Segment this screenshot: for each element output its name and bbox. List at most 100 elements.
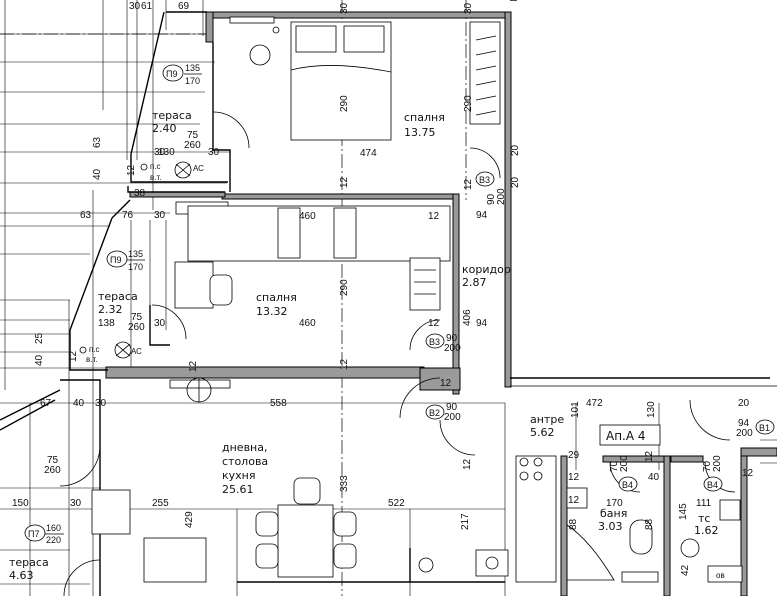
apartment-label-box <box>599 424 661 446</box>
dim-label: 88 <box>644 518 655 530</box>
dim-label: 90 <box>486 193 497 205</box>
dim-label: 130 <box>158 147 175 158</box>
room-area-entrance: 5.62 <box>530 426 555 439</box>
room-name-living-2: столова <box>222 455 268 468</box>
room-name-living-1: дневна, <box>222 441 267 454</box>
dim-label: 90 <box>446 333 458 344</box>
tag-v1: В1 <box>759 423 770 433</box>
dim-label: 12 <box>339 176 350 188</box>
dim-label: 290 <box>339 279 350 296</box>
dim-label: 38 <box>134 188 146 199</box>
room-area-living: 25.61 <box>222 483 254 496</box>
apartment-label: Ап.А 4 <box>606 429 646 443</box>
tag-p9-top: П9 <box>166 69 177 79</box>
dim-label: 94 <box>738 418 750 429</box>
dim-label: 12 <box>428 211 440 222</box>
dim-label: 12 <box>68 350 79 362</box>
room-labels: спалня 13.75 спалня 13.32 коридор 2.87 д… <box>9 109 719 582</box>
room-name-bedroom-mid: спалня <box>256 291 297 304</box>
room-area-bedroom-mid: 13.32 <box>256 305 288 318</box>
dim-label: 30 <box>154 318 166 329</box>
tag-v3-mid: В3 <box>429 337 440 347</box>
door-tags: П9 135 170 П9 135 170 П7 160 220 В3 В3 В… <box>24 63 775 545</box>
dim-label: 20 <box>510 176 521 188</box>
dim-label: 130 <box>646 401 657 418</box>
dim-label: 40 <box>92 168 103 180</box>
vent-ac-2: АС <box>131 347 142 356</box>
room-area-bathroom: 3.03 <box>598 520 623 533</box>
dim-label: 69 <box>178 1 190 12</box>
dim-label: 200 <box>444 412 461 423</box>
tag-v2: В2 <box>429 408 440 418</box>
dim-label: 150 <box>12 498 29 509</box>
dim-label: 94 <box>476 318 488 329</box>
room-name-corridor: коридор <box>462 263 511 276</box>
dim-label: 474 <box>360 148 377 159</box>
dim-label: 30 <box>208 147 220 158</box>
tag-p9-mid-h: 170 <box>128 262 143 272</box>
dim-label: 200 <box>736 428 753 439</box>
dim-label: 75 <box>131 312 143 323</box>
room-name-terrace-2: тераса <box>98 290 138 303</box>
dim-label: 101 <box>570 401 581 418</box>
vent-ps-2: п.с <box>89 345 100 354</box>
room-area-wc: 1.62 <box>694 524 719 537</box>
dim-label: 61 <box>141 1 153 12</box>
dim-label: 25 <box>34 332 45 344</box>
dim-label: 12 <box>644 450 655 462</box>
vent-ov: ов <box>716 571 725 580</box>
dimension-labels: 61 69 30 30 30 290 290 474 12 12 90 200 … <box>12 1 754 576</box>
dim-label: 200 <box>496 188 507 205</box>
dim-label: 12 <box>742 468 754 479</box>
dim-label: 217 <box>460 513 471 530</box>
dim-label: 40 <box>648 472 660 483</box>
dim-label: 90 <box>446 402 458 413</box>
dim-label: 200 <box>444 343 461 354</box>
dim-label: 12 <box>440 378 452 389</box>
dim-label: 67 <box>40 398 52 409</box>
room-area-bedroom-top: 13.75 <box>404 126 436 139</box>
dim-label: 30 <box>154 210 166 221</box>
room-area-corridor: 2.87 <box>462 276 487 289</box>
dim-label: 460 <box>299 211 316 222</box>
tag-p7-h: 220 <box>46 535 61 545</box>
dim-label: 42 <box>680 564 691 576</box>
tag-p9-mid-w: 135 <box>128 249 143 259</box>
dim-label: 290 <box>339 95 350 112</box>
room-name-living-3: кухня <box>222 469 255 482</box>
dim-label: 522 <box>388 498 405 509</box>
tag-p9-top-h: 170 <box>185 76 200 86</box>
tag-p9-mid: П9 <box>110 255 121 265</box>
room-name-entrance: антре <box>530 413 564 426</box>
dim-label: 12 <box>462 458 473 470</box>
ac-units <box>114 161 434 573</box>
tag-v3-top: В3 <box>479 175 490 185</box>
dim-label: 30 <box>339 2 350 14</box>
tag-p9-top-w: 135 <box>185 63 200 73</box>
dim-label: 88 <box>568 518 579 530</box>
room-area-terrace-3: 4.63 <box>9 569 34 582</box>
dim-label: 70 <box>702 460 713 472</box>
tag-v4-b: В4 <box>707 480 718 490</box>
dim-label: 30 <box>463 2 474 14</box>
dim-label: 290 <box>463 95 474 112</box>
dim-label: 12 <box>568 495 580 506</box>
dim-label: 12 <box>568 472 580 483</box>
dim-label: 20 <box>510 144 521 156</box>
room-area-terrace-1: 2.40 <box>152 122 177 135</box>
dim-label: 40 <box>73 398 85 409</box>
tag-v4-a: В4 <box>622 480 633 490</box>
dim-label: 20 <box>738 398 750 409</box>
dining-table <box>277 504 334 578</box>
dim-label: 30 <box>95 398 107 409</box>
dim-label: 76 <box>122 210 134 221</box>
dim-label: 260 <box>128 322 145 333</box>
dim-label: 12 <box>188 360 199 372</box>
room-area-terrace-2: 2.32 <box>98 303 123 316</box>
dim-label: 429 <box>184 511 195 528</box>
dim-label: 12 <box>463 178 474 190</box>
dim-label: 260 <box>44 465 61 476</box>
vent-ac-1: АС <box>193 164 204 173</box>
vent-ps-1: п.с <box>150 162 161 171</box>
